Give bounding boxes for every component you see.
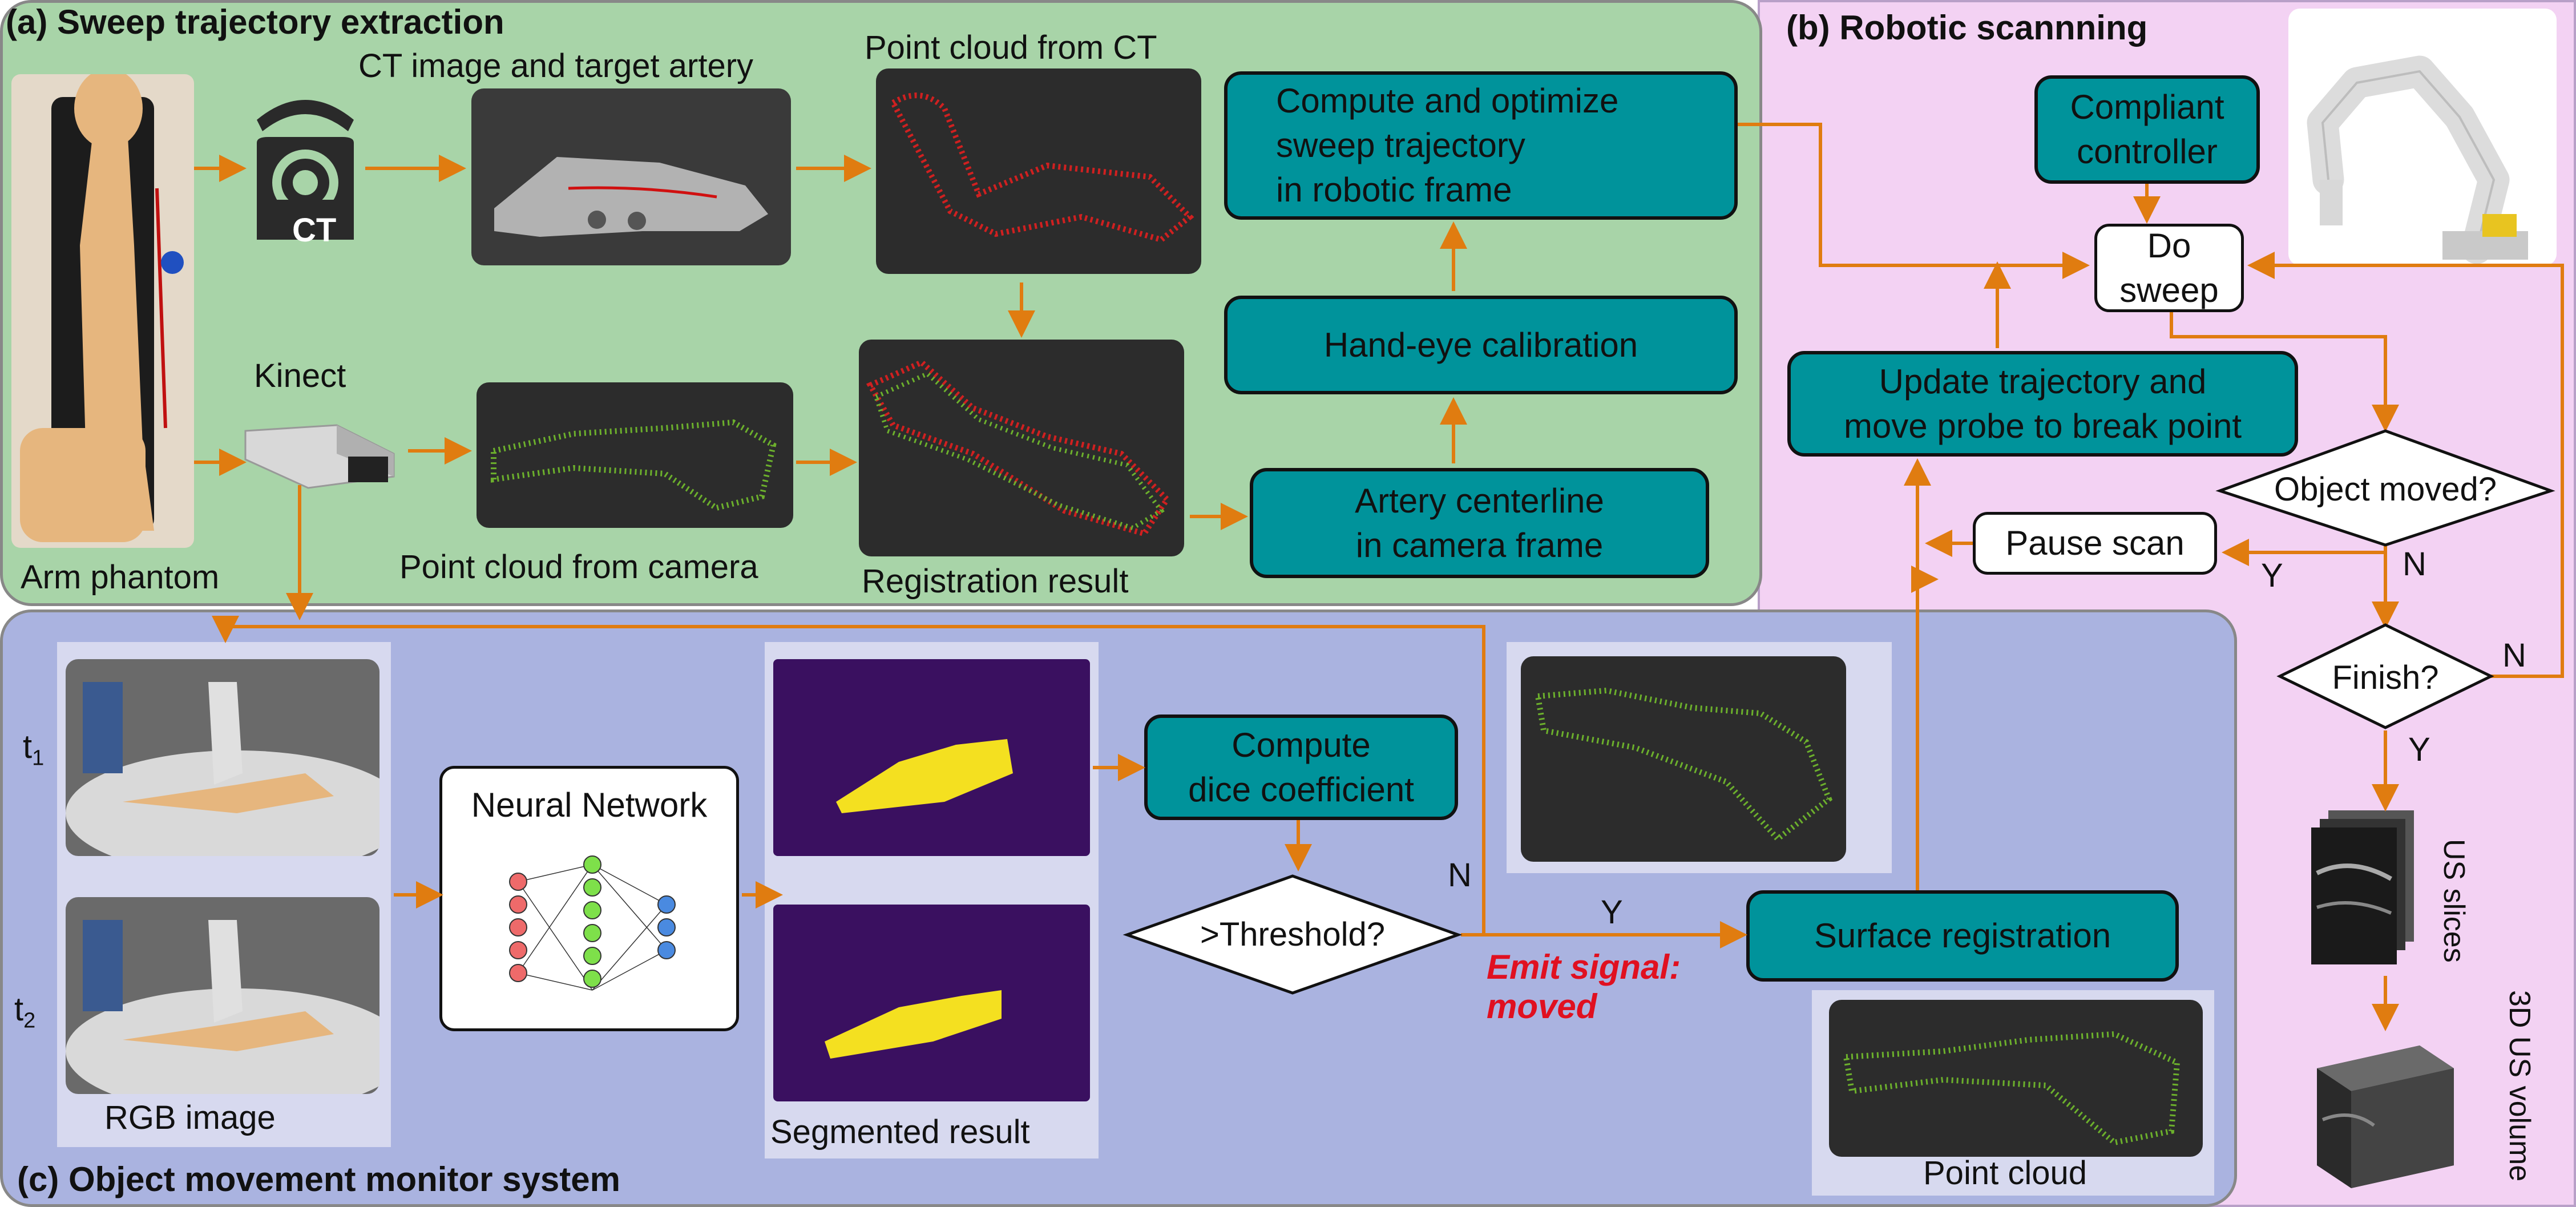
edge-label-threshold-y: Y [1601,894,1623,931]
segmented-image-2 [773,905,1090,1101]
point-cloud-from-camera [477,382,793,528]
rgb-image-t2 [66,897,408,1114]
hand-eye-calibration-box: Hand-eye calibration [1224,296,1738,394]
pause-scan-box: Pause scan [1973,512,2217,575]
neural-network-diagram [478,842,715,1013]
panel-b-title: (b) Robotic scannning [1786,9,2148,47]
edge-label-finish-y: Y [2408,731,2430,768]
point-cloud-from-camera-label: Point cloud from camera [399,548,758,586]
registration-result-label: Registration result [862,563,1129,600]
rgb-image-label: RGB image [104,1099,276,1136]
point-cloud-from-ct-label: Point cloud from CT [865,29,1157,66]
threshold-diamond [1123,874,1463,995]
surface-registration-box: Surface registration [1746,890,2179,982]
finish-diamond [2276,623,2494,729]
panel-c-title: (c) Object movement monitor system [17,1160,620,1198]
ct-scanner-icon [251,86,360,251]
finish-text: Finish? [2332,659,2439,696]
segmented-result-label: Segmented result [770,1113,1030,1151]
edge-label-finish-n: N [2502,637,2526,674]
ct-image [471,88,791,265]
point-cloud-from-ct [876,68,1201,274]
registration-result-image [859,340,1184,556]
kinect-camera-image [234,408,405,499]
panel-a-title: (a) Sweep trajectory extraction [6,3,504,41]
ct-logo-text: CT [292,212,337,249]
us-volume-image [2306,1034,2465,1194]
t1-label: t1 [23,728,45,770]
object-moved-diamond [2215,429,2555,547]
arm-phantom-label: Arm phantom [21,559,220,596]
segmented-image-1 [773,659,1090,856]
us-slices-image [2306,810,2420,970]
emit-signal-text: Emit signal: moved [1487,948,1681,1026]
edge-label-pause-y: Y [2261,557,2283,594]
point-cloud-label: Point cloud [1923,1154,2087,1192]
point-cloud-top [1521,656,1846,862]
point-cloud-bottom [1829,1000,2203,1157]
t2-label: t2 [14,991,36,1033]
rgb-image-t1 [66,659,408,876]
edge-label-threshold-n: N [1448,857,1472,894]
object-moved-text: Object moved? [2274,471,2497,508]
robot-arm-image [2288,9,2557,265]
ct-image-label: CT image and target artery [358,47,754,84]
edge-label-object-moved-n: N [2403,546,2426,583]
threshold-text: >Threshold? [1200,916,1386,953]
kinect-label: Kinect [254,357,346,394]
arm-phantom-image [11,74,194,548]
